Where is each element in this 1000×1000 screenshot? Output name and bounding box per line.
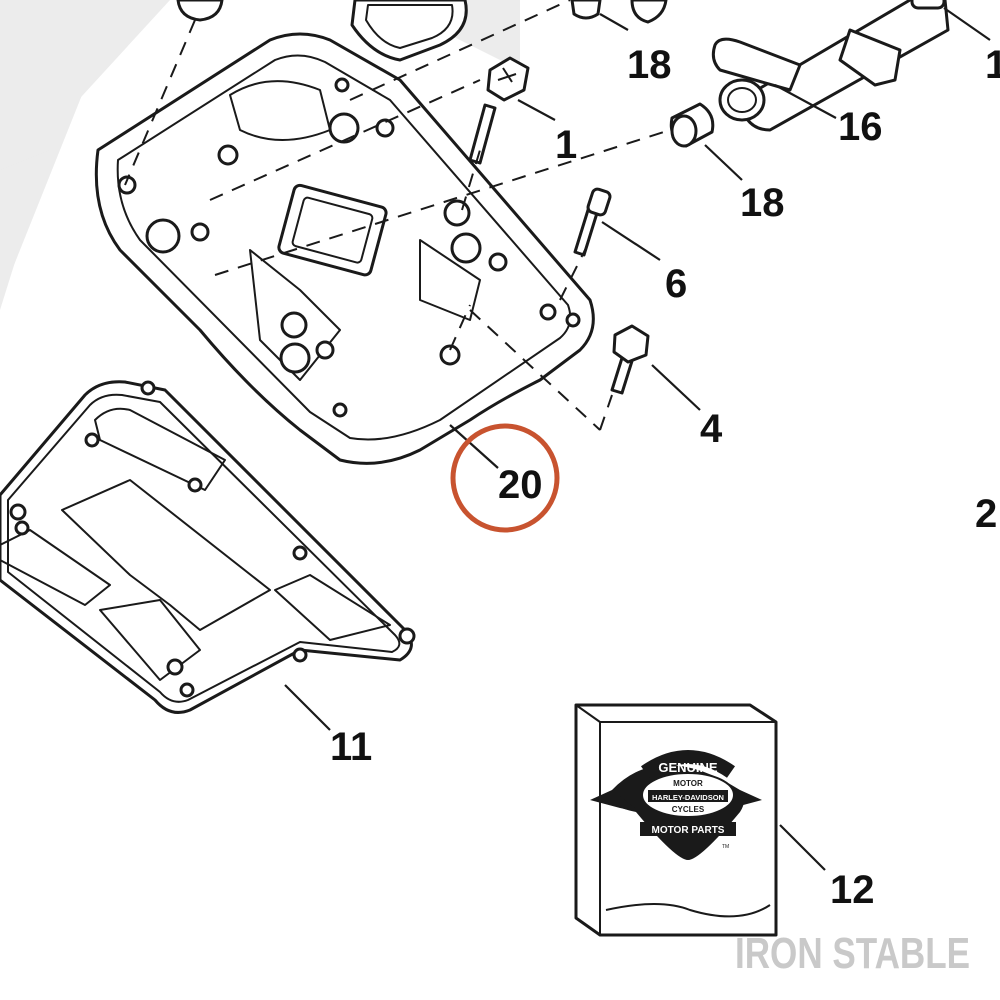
callout-18: 18 — [740, 181, 785, 225]
leader-lines — [284, 7, 991, 871]
highlight-ring-callout-20 — [450, 423, 560, 533]
callout-11: 11 — [330, 725, 372, 769]
brand-watermark: IRON STABLE — [735, 929, 970, 978]
genuine-motor-parts-logo: GENUINE MOTOR HARLEY-DAVIDSON CYCLES MOT… — [590, 750, 762, 860]
bolt-part-1 — [468, 56, 530, 165]
bolt-part-4 — [610, 324, 650, 395]
top-fittings — [176, 0, 468, 62]
callout-1: 1 — [555, 123, 577, 167]
logo-tm-text: TM — [722, 844, 729, 850]
logo-motor-parts-text: MOTOR PARTS — [652, 825, 725, 836]
callout-4: 4 — [700, 407, 723, 451]
callout-1-top-right: 1 — [985, 43, 1000, 87]
logo-cycles-text: CYCLES — [672, 805, 705, 814]
callout-16: 16 — [838, 105, 883, 149]
callout-20: 20 — [498, 463, 543, 507]
logo-harley-davidson-text: HARLEY-DAVIDSON — [652, 793, 724, 802]
logo-motor-text: MOTOR — [673, 779, 703, 788]
callout-12: 12 — [830, 868, 875, 912]
rocker-arm-part-16 — [711, 0, 950, 132]
bushing-part-18 — [570, 0, 715, 148]
rocker-housing-part-20 — [94, 32, 595, 465]
instruction-packet-part-12: GENUINE MOTOR HARLEY-DAVIDSON CYCLES MOT… — [574, 703, 778, 937]
callout-2: 2 — [975, 492, 997, 536]
callout-labels: 1 1 18 18 16 6 4 20 2 11 12 — [330, 43, 1000, 912]
assembly-dash-lines — [124, 0, 671, 431]
logo-genuine-text: GENUINE — [658, 760, 718, 775]
callout-6: 6 — [665, 262, 687, 306]
callout-18-top: 18 — [627, 43, 672, 87]
screw-part-6 — [573, 187, 612, 257]
gasket-part-11 — [0, 380, 416, 714]
